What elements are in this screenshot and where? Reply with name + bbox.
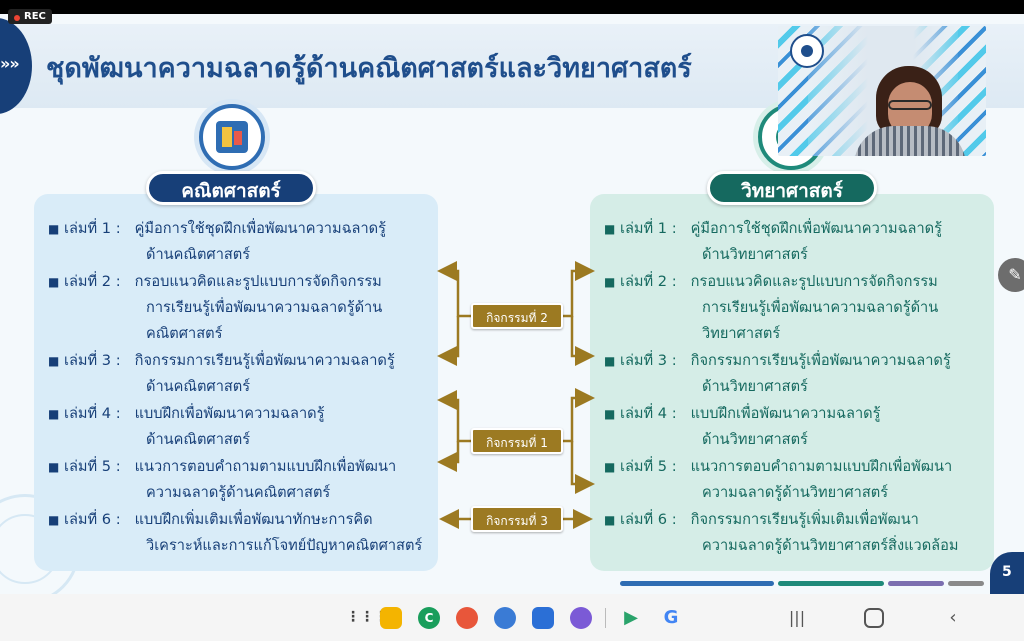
volume-title: กิจกรรมการเรียนรู้เพื่อพัฒนาความฉลาดรู้ [134,352,395,369]
volume-title: แบบฝึกเพิ่มเติมเพื่อพัฒนาทักษะการคิด [134,511,373,528]
science-panel: ■ เล่มที่ 1 : คู่มือการใช้ชุดฝึกเพื่อพัฒ… [590,194,994,571]
volume-title-cont: วิทยาศาสตร์ [702,325,781,342]
bullet-icon: ■ [48,275,60,289]
bullet-icon: ■ [48,513,60,527]
slide-title: ชุดพัฒนาความฉลาดรู้ด้านคณิตศาสตร์และวิทย… [46,53,692,84]
list-item: ■ เล่มที่ 4 : แบบฝึกเพื่อพัฒนาความฉลาดรู… [604,401,984,453]
volume-number: เล่มที่ 2 : [64,273,121,290]
bullet-icon: ■ [48,407,60,421]
list-item: ■ เล่มที่ 5 : แนวการตอบคำถามตามแบบฝึกเพื… [48,454,428,506]
bullet-icon: ■ [604,222,616,236]
volume-title-cont: การเรียนรู้เพื่อพัฒนาความฉลาดรู้ด้าน [146,299,383,316]
list-item: ■ เล่มที่ 5 : แนวการตอบคำถามตามแบบฝึกเพื… [604,454,984,506]
volume-title-cont: ด้านคณิตศาสตร์ [146,246,251,263]
edit-button[interactable]: ✎ [998,258,1024,292]
bullet-icon: ■ [604,513,616,527]
list-item: ■ เล่มที่ 6 : แบบฝึกเพิ่มเติมเพื่อพัฒนาท… [48,507,428,559]
list-item: ■ เล่มที่ 6 : กิจกรรมการเรียนรู้เพิ่มเติ… [604,507,984,559]
bullet-icon: ■ [604,275,616,289]
bullet-icon: ■ [604,354,616,368]
chevron-icon: »» [0,54,20,73]
list-item: ■ เล่มที่ 2 : กรอบแนวคิดและรูปแบบการจัดก… [48,269,428,347]
volume-number: เล่มที่ 6 : [620,511,677,528]
volume-number: เล่มที่ 4 : [64,405,121,422]
math-tools-icon [216,121,248,153]
bullet-icon: ■ [48,460,60,474]
list-item: ■ เล่มที่ 1 : คู่มือการใช้ชุดฝึกเพื่อพัฒ… [604,216,984,268]
volume-title-cont: การเรียนรู้เพื่อพัฒนาความฉลาดรู้ด้าน [702,299,939,316]
volume-title-cont: ด้านวิทยาศาสตร์ [702,246,808,263]
math-subject-icon [199,104,265,170]
volume-title-cont: ด้านคณิตศาสตร์ [146,378,251,395]
presentation-slide: »» ชุดพัฒนาความฉลาดรู้ด้านคณิตศาสตร์และว… [0,14,1024,594]
messages-icon[interactable] [494,607,516,629]
back-icon[interactable]: ‹ [949,607,957,628]
organization-logo-icon [790,34,824,68]
science-heading: วิทยาศาสตร์ [707,171,877,205]
recent-apps-icon[interactable]: ||| [788,608,806,627]
footer-bar [948,581,984,586]
contacts-icon[interactable] [456,607,478,629]
volume-title: กิจกรรมการเรียนรู้เพิ่มเติมเพื่อพัฒนา [690,511,919,528]
volume-title: คู่มือการใช้ชุดฝึกเพื่อพัฒนาความฉลาดรู้ [134,220,386,237]
home-icon[interactable] [864,608,884,628]
volume-title: กรอบแนวคิดและรูปแบบการจัดกิจกรรม [690,273,938,290]
volume-title-cont: คณิตศาสตร์ [146,325,223,342]
volume-number: เล่มที่ 1 : [64,220,121,237]
pen-app-icon[interactable] [532,607,554,629]
taskbar: ⋮⋮⋮ C ▶ G ||| ‹ [0,594,1024,641]
phone-icon[interactable]: C [418,607,440,629]
volume-title-cont: ด้านคณิตศาสตร์ [146,431,251,448]
list-item: ■ เล่มที่ 3 : กิจกรรมการเรียนรู้เพื่อพัฒ… [48,348,428,400]
bullet-icon: ■ [48,222,60,236]
footer-bar [888,581,944,586]
chat-app-icon[interactable] [570,607,592,629]
list-item: ■ เล่มที่ 2 : กรอบแนวคิดและรูปแบบการจัดก… [604,269,984,347]
activity-2-label: กิจกรรมที่ 2 [471,303,563,329]
activity-1-label: กิจกรรมที่ 1 [471,428,563,454]
volume-title-cont: ด้านวิทยาศาสตร์ [702,431,808,448]
volume-number: เล่มที่ 4 : [620,405,677,422]
volume-title: แนวการตอบคำถามตามแบบฝึกเพื่อพัฒนา [690,458,953,475]
volume-title-cont: ความฉลาดรู้ด้านวิทยาศาสตร์สิ่งแวดล้อม [702,537,959,554]
volume-title: แบบฝึกเพื่อพัฒนาความฉลาดรู้ [134,405,325,422]
volume-number: เล่มที่ 1 : [620,220,677,237]
google-icon[interactable]: G [663,607,679,628]
recording-indicator: REC [8,9,52,24]
activity-3-label: กิจกรรมที่ 3 [471,506,563,532]
volume-title: กิจกรรมการเรียนรู้เพื่อพัฒนาความฉลาดรู้ [690,352,951,369]
volume-number: เล่มที่ 2 : [620,273,677,290]
footer-bar [778,581,884,586]
volume-title: แนวการตอบคำถามตามแบบฝึกเพื่อพัฒนา [134,458,397,475]
list-item: ■ เล่มที่ 4 : แบบฝึกเพื่อพัฒนาความฉลาดรู… [48,401,428,453]
volume-number: เล่มที่ 5 : [64,458,121,475]
volume-title: คู่มือการใช้ชุดฝึกเพื่อพัฒนาความฉลาดรู้ [690,220,942,237]
play-store-icon[interactable]: ▶ [624,607,638,628]
folder-icon[interactable] [380,607,402,629]
volume-title-cont: ด้านวิทยาศาสตร์ [702,378,808,395]
volume-number: เล่มที่ 3 : [620,352,677,369]
volume-title: แบบฝึกเพื่อพัฒนาความฉลาดรู้ [690,405,881,422]
apps-grid-icon[interactable]: ⋮⋮⋮ [346,609,388,625]
bullet-icon: ■ [48,354,60,368]
volume-title: กรอบแนวคิดและรูปแบบการจัดกิจกรรม [134,273,382,290]
footer-bar [620,581,774,586]
math-panel: ■ เล่มที่ 1 : คู่มือการใช้ชุดฝึกเพื่อพัฒ… [34,194,438,571]
taskbar-divider [605,608,606,628]
speaker-glasses [888,100,932,110]
list-item: ■ เล่มที่ 3 : กิจกรรมการเรียนรู้เพื่อพัฒ… [604,348,984,400]
math-heading: คณิตศาสตร์ [146,171,316,205]
page-number: 5 [990,552,1024,594]
bullet-icon: ■ [604,407,616,421]
volume-number: เล่มที่ 6 : [64,511,121,528]
speaker-video[interactable] [778,26,986,156]
list-item: ■ เล่มที่ 1 : คู่มือการใช้ชุดฝึกเพื่อพัฒ… [48,216,428,268]
volume-number: เล่มที่ 3 : [64,352,121,369]
volume-title-cont: ความฉลาดรู้ด้านวิทยาศาสตร์ [702,484,889,501]
volume-number: เล่มที่ 5 : [620,458,677,475]
bullet-icon: ■ [604,460,616,474]
volume-title-cont: ความฉลาดรู้ด้านคณิตศาสตร์ [146,484,331,501]
volume-title-cont: วิเคราะห์และการแก้โจทย์ปัญหาคณิตศาสตร์ [146,537,423,554]
